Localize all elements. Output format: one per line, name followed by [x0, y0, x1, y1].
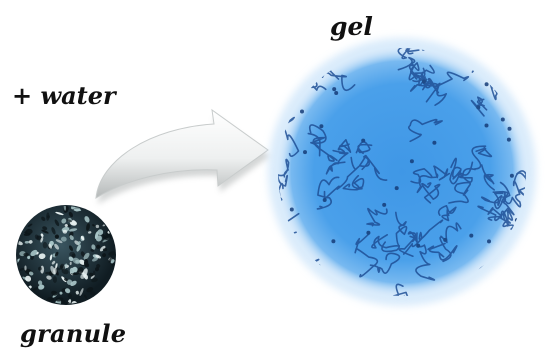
gel-label: gel	[330, 14, 373, 39]
gel-crosslink-node	[300, 110, 304, 114]
gel-crosslink-node	[422, 80, 426, 84]
gel-polymer-strand	[510, 34, 531, 58]
gel-crosslink-node	[503, 60, 507, 64]
gel-crosslink-node	[485, 124, 489, 128]
gel-crosslink-node	[331, 239, 335, 243]
gel-crosslink-node	[443, 238, 447, 242]
gel-crosslink-node	[314, 61, 318, 65]
swollen-gel-network	[257, 32, 542, 321]
gel-crosslink-node	[501, 118, 505, 122]
gel-crosslink-node	[485, 82, 489, 86]
gel-crosslink-node	[510, 174, 514, 178]
gel-crosslink-node	[469, 234, 473, 238]
gel-crosslink-node	[410, 159, 414, 163]
gel-polymer-strand	[505, 79, 521, 89]
gel-polymer-strand	[525, 59, 542, 88]
gel-crosslink-node	[507, 138, 511, 142]
gel-crosslink-node	[323, 198, 327, 202]
gel-crosslink-node	[303, 150, 307, 154]
gel-polymer-strand	[491, 291, 505, 321]
gel-crosslink-node	[395, 186, 399, 190]
gel-polymer-strand	[510, 266, 533, 281]
gel-crosslink-node	[432, 141, 436, 145]
gel-crosslink-node	[332, 87, 336, 91]
gel-crosslink-node	[416, 244, 420, 248]
gel-crosslink-node	[361, 139, 365, 143]
gel-crosslink-node	[334, 91, 338, 95]
gel-crosslink-node	[382, 203, 386, 207]
curved-arrow-icon	[96, 110, 270, 204]
gel-crosslink-node	[508, 127, 512, 131]
gel-crosslink-node	[476, 105, 480, 109]
gel-crosslink-node	[487, 239, 491, 243]
gel-crosslink-node	[366, 231, 370, 235]
gel-crosslink-node	[290, 208, 294, 212]
gel-crosslink-node	[319, 124, 323, 128]
water-label: + water	[12, 84, 116, 108]
granule-particle	[14, 202, 118, 307]
granule-label: granule	[20, 322, 126, 346]
gel-crosslink-node	[294, 60, 298, 64]
